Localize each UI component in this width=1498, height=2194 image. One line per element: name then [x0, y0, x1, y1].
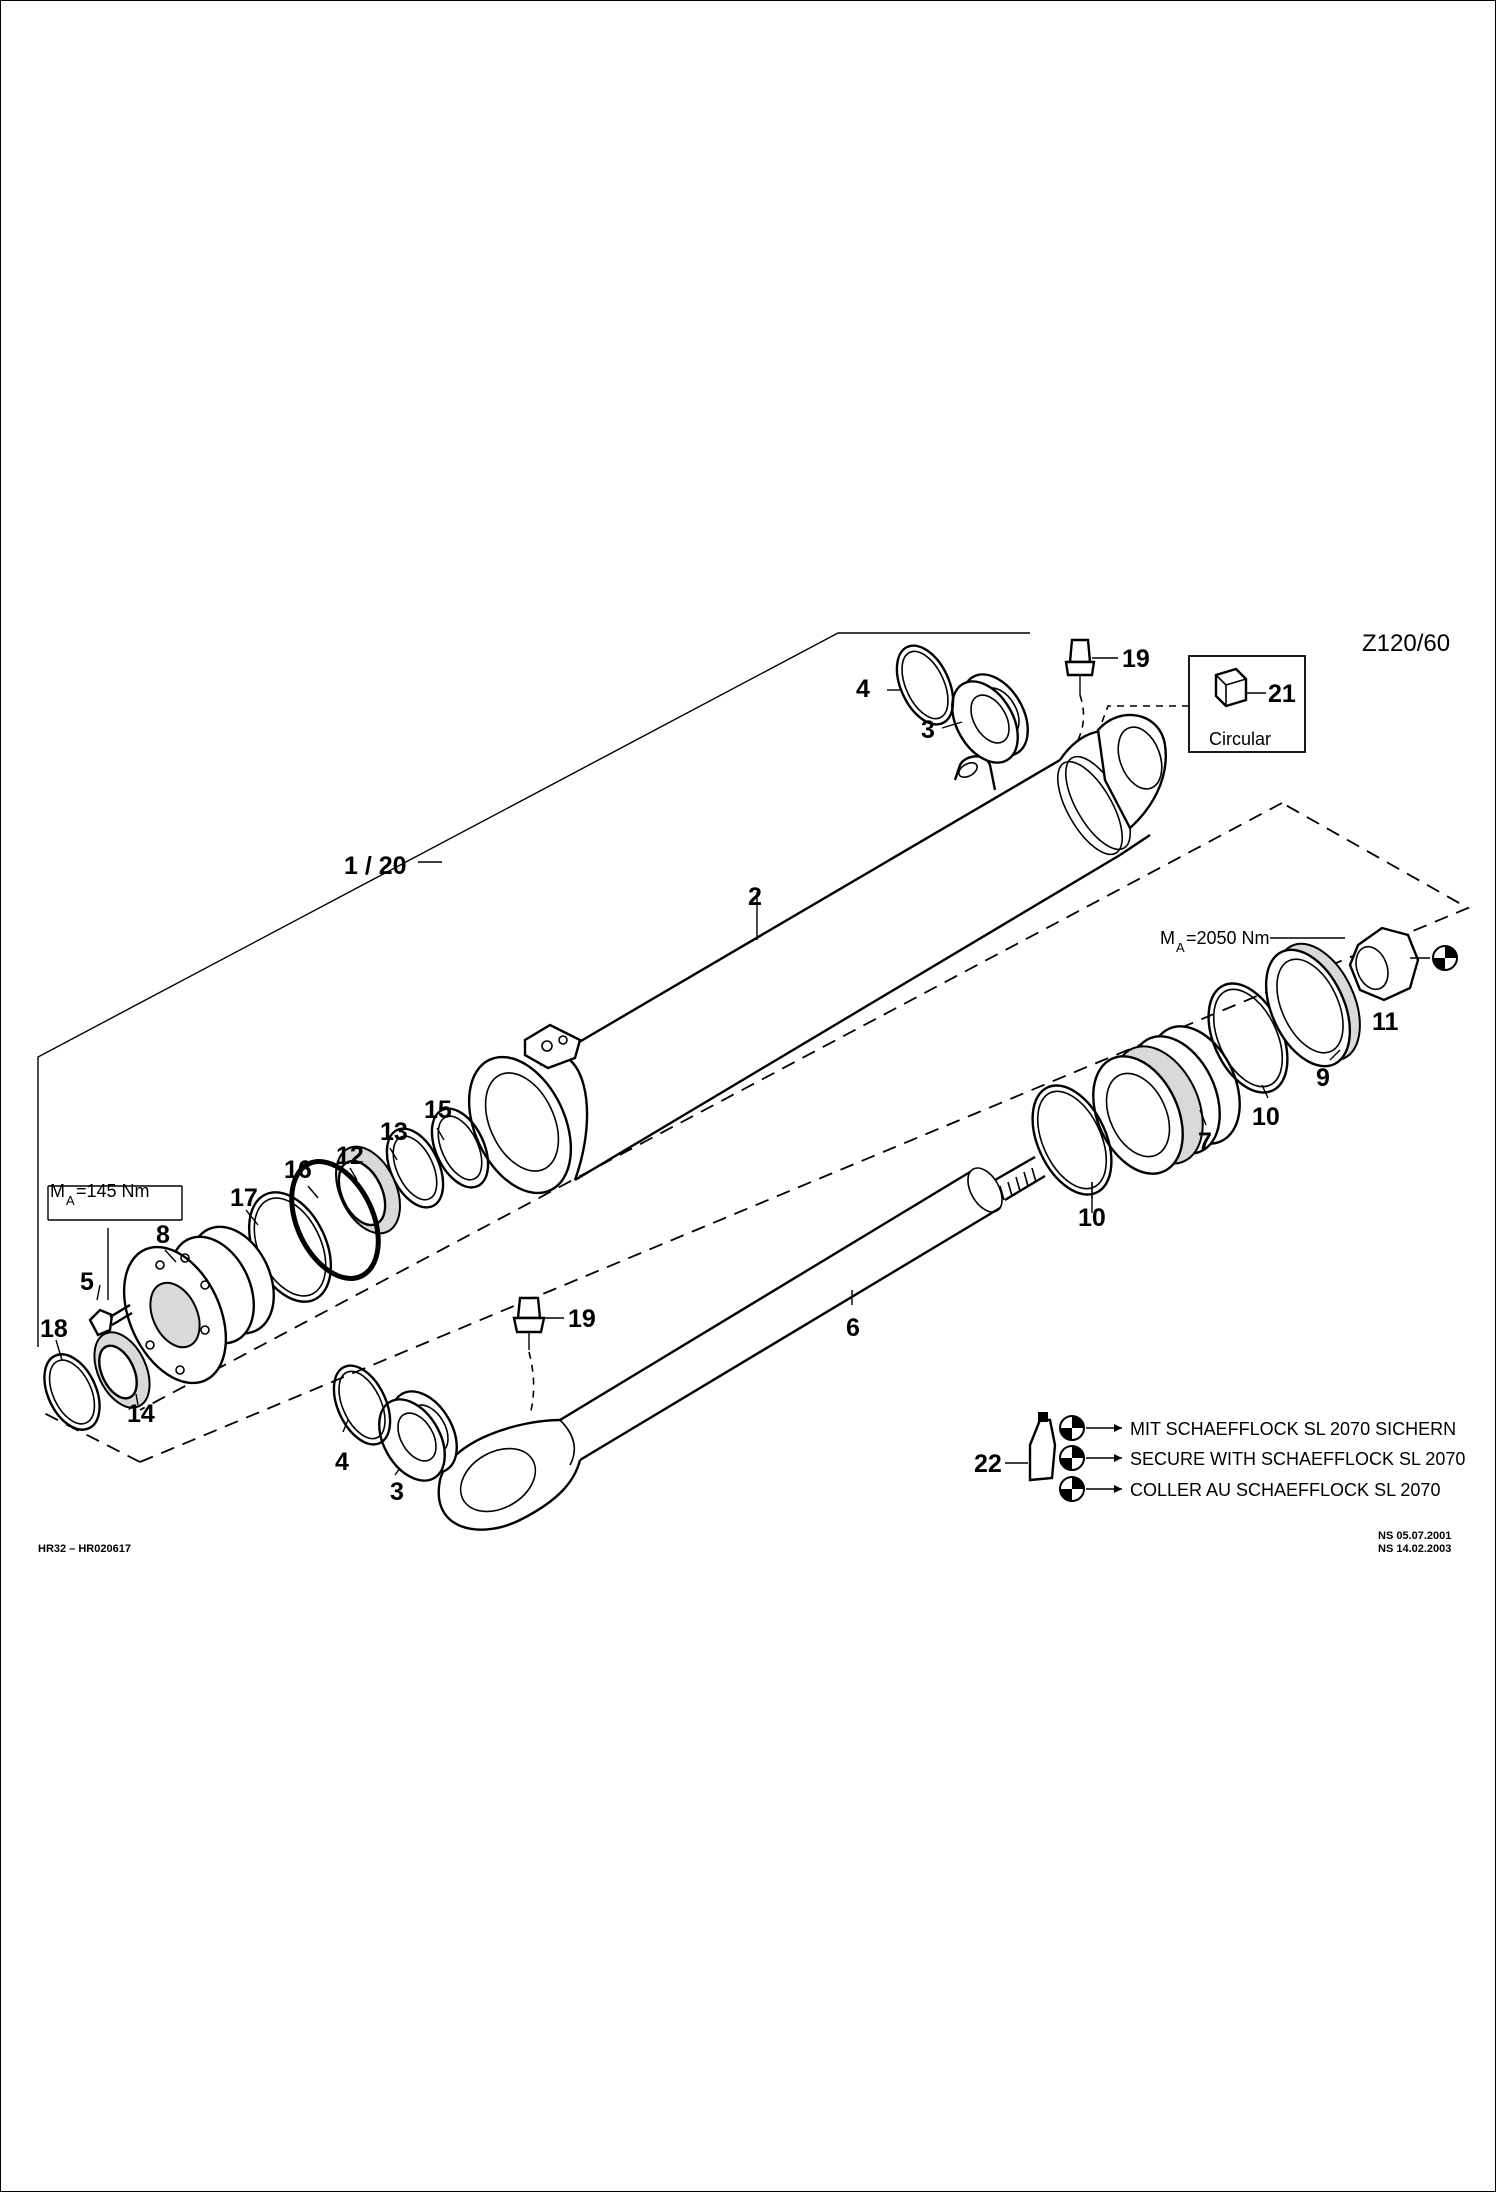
footer-right-2: NS 14.02.2003 [1378, 1543, 1451, 1555]
callout-8: 8 [156, 1221, 170, 1249]
loctite-mark-en [1059, 1445, 1085, 1471]
torque-label-large: M A =2050 Nm [1160, 928, 1345, 955]
assembly-outline [37, 632, 1030, 1347]
adhesive-legend: MIT SCHAEFFLOCK SL 2070 SICHERN SECURE W… [1005, 1412, 1465, 1502]
callout-3-lower: 3 [390, 1478, 404, 1506]
callout-18: 18 [40, 1315, 68, 1343]
lower-circlip [332, 1364, 392, 1446]
head-screw [47, 1185, 183, 1337]
footer-right-1: NS 05.07.2001 [1378, 1530, 1451, 1542]
callout-4-lower: 4 [335, 1448, 349, 1476]
torque-sub-small: A [66, 1193, 75, 1208]
head-seal-rings [247, 1107, 490, 1303]
wear-ring [1264, 942, 1361, 1068]
callout-21: 21 [1268, 680, 1296, 708]
callout-1-20: 1 / 20 [344, 852, 407, 880]
piston [1092, 1025, 1241, 1175]
torque-sub-large: A [1176, 940, 1185, 955]
rod-group-dashed-outline [37, 802, 1471, 1463]
callout-22: 22 [974, 1450, 1002, 1478]
callout-3-upper: 3 [921, 716, 935, 744]
circular-detail-box [1101, 655, 1306, 753]
rod-wiper [43, 1331, 151, 1431]
callout-19-upper: 19 [1122, 645, 1150, 673]
callout-16: 16 [284, 1156, 312, 1184]
callout-10-left: 10 [1078, 1204, 1106, 1232]
loctite-mark-de [1059, 1415, 1085, 1441]
callout-14: 14 [127, 1400, 155, 1428]
callout-6: 6 [846, 1314, 860, 1342]
torque-value-large: =2050 Nm [1186, 928, 1270, 948]
callout-7: 7 [1198, 1128, 1212, 1156]
circular-label: Circular [1209, 729, 1271, 749]
callout-11: 11 [1372, 1008, 1399, 1036]
grease-nipple-upper [1064, 638, 1118, 741]
piston-seals [1031, 982, 1289, 1196]
cylinder-tube [467, 713, 1167, 1195]
legend-line-de: MIT SCHAEFFLOCK SL 2070 SICHERN [1130, 1419, 1456, 1439]
callout-9: 9 [1316, 1064, 1330, 1092]
loctite-mark-nut [1432, 945, 1458, 971]
callout-12: 12 [336, 1142, 364, 1170]
upper-bushing [951, 673, 1029, 764]
callout-17: 17 [230, 1184, 258, 1212]
callout-2: 2 [748, 883, 762, 911]
callout-19-lower: 19 [568, 1305, 596, 1333]
piston-nut [1348, 926, 1430, 1002]
torque-symbol-large: M [1160, 928, 1175, 948]
callout-5: 5 [80, 1268, 94, 1296]
footer-left: HR32 – HR020617 [38, 1543, 131, 1555]
callout-10-right: 10 [1252, 1103, 1280, 1131]
drawing-code: Z120/60 [1362, 630, 1450, 657]
torque-symbol-small: M [50, 1181, 65, 1201]
leader-lines [55, 689, 1341, 1476]
upper-circlip [895, 644, 955, 726]
legend-line-en: SECURE WITH SCHAEFFLOCK SL 2070 [1130, 1449, 1465, 1469]
torque-label-small: M A =145 Nm [50, 1181, 150, 1208]
cylinder-head [122, 1225, 275, 1385]
callout-15: 15 [424, 1096, 452, 1124]
piston-rod [437, 1155, 1046, 1531]
callouts: 1 / 20 2 3 3 4 4 5 6 7 8 9 10 10 11 12 1… [40, 645, 1399, 1506]
legend-line-fr: COLLER AU SCHAEFFLOCK SL 2070 [1130, 1480, 1440, 1500]
grease-nipple-lower [512, 1296, 564, 1416]
torque-value-small: =145 Nm [76, 1181, 150, 1201]
callout-13: 13 [380, 1118, 408, 1146]
callout-4-upper: 4 [856, 675, 870, 703]
loctite-mark-fr [1059, 1476, 1085, 1502]
lower-bushing [378, 1390, 458, 1482]
